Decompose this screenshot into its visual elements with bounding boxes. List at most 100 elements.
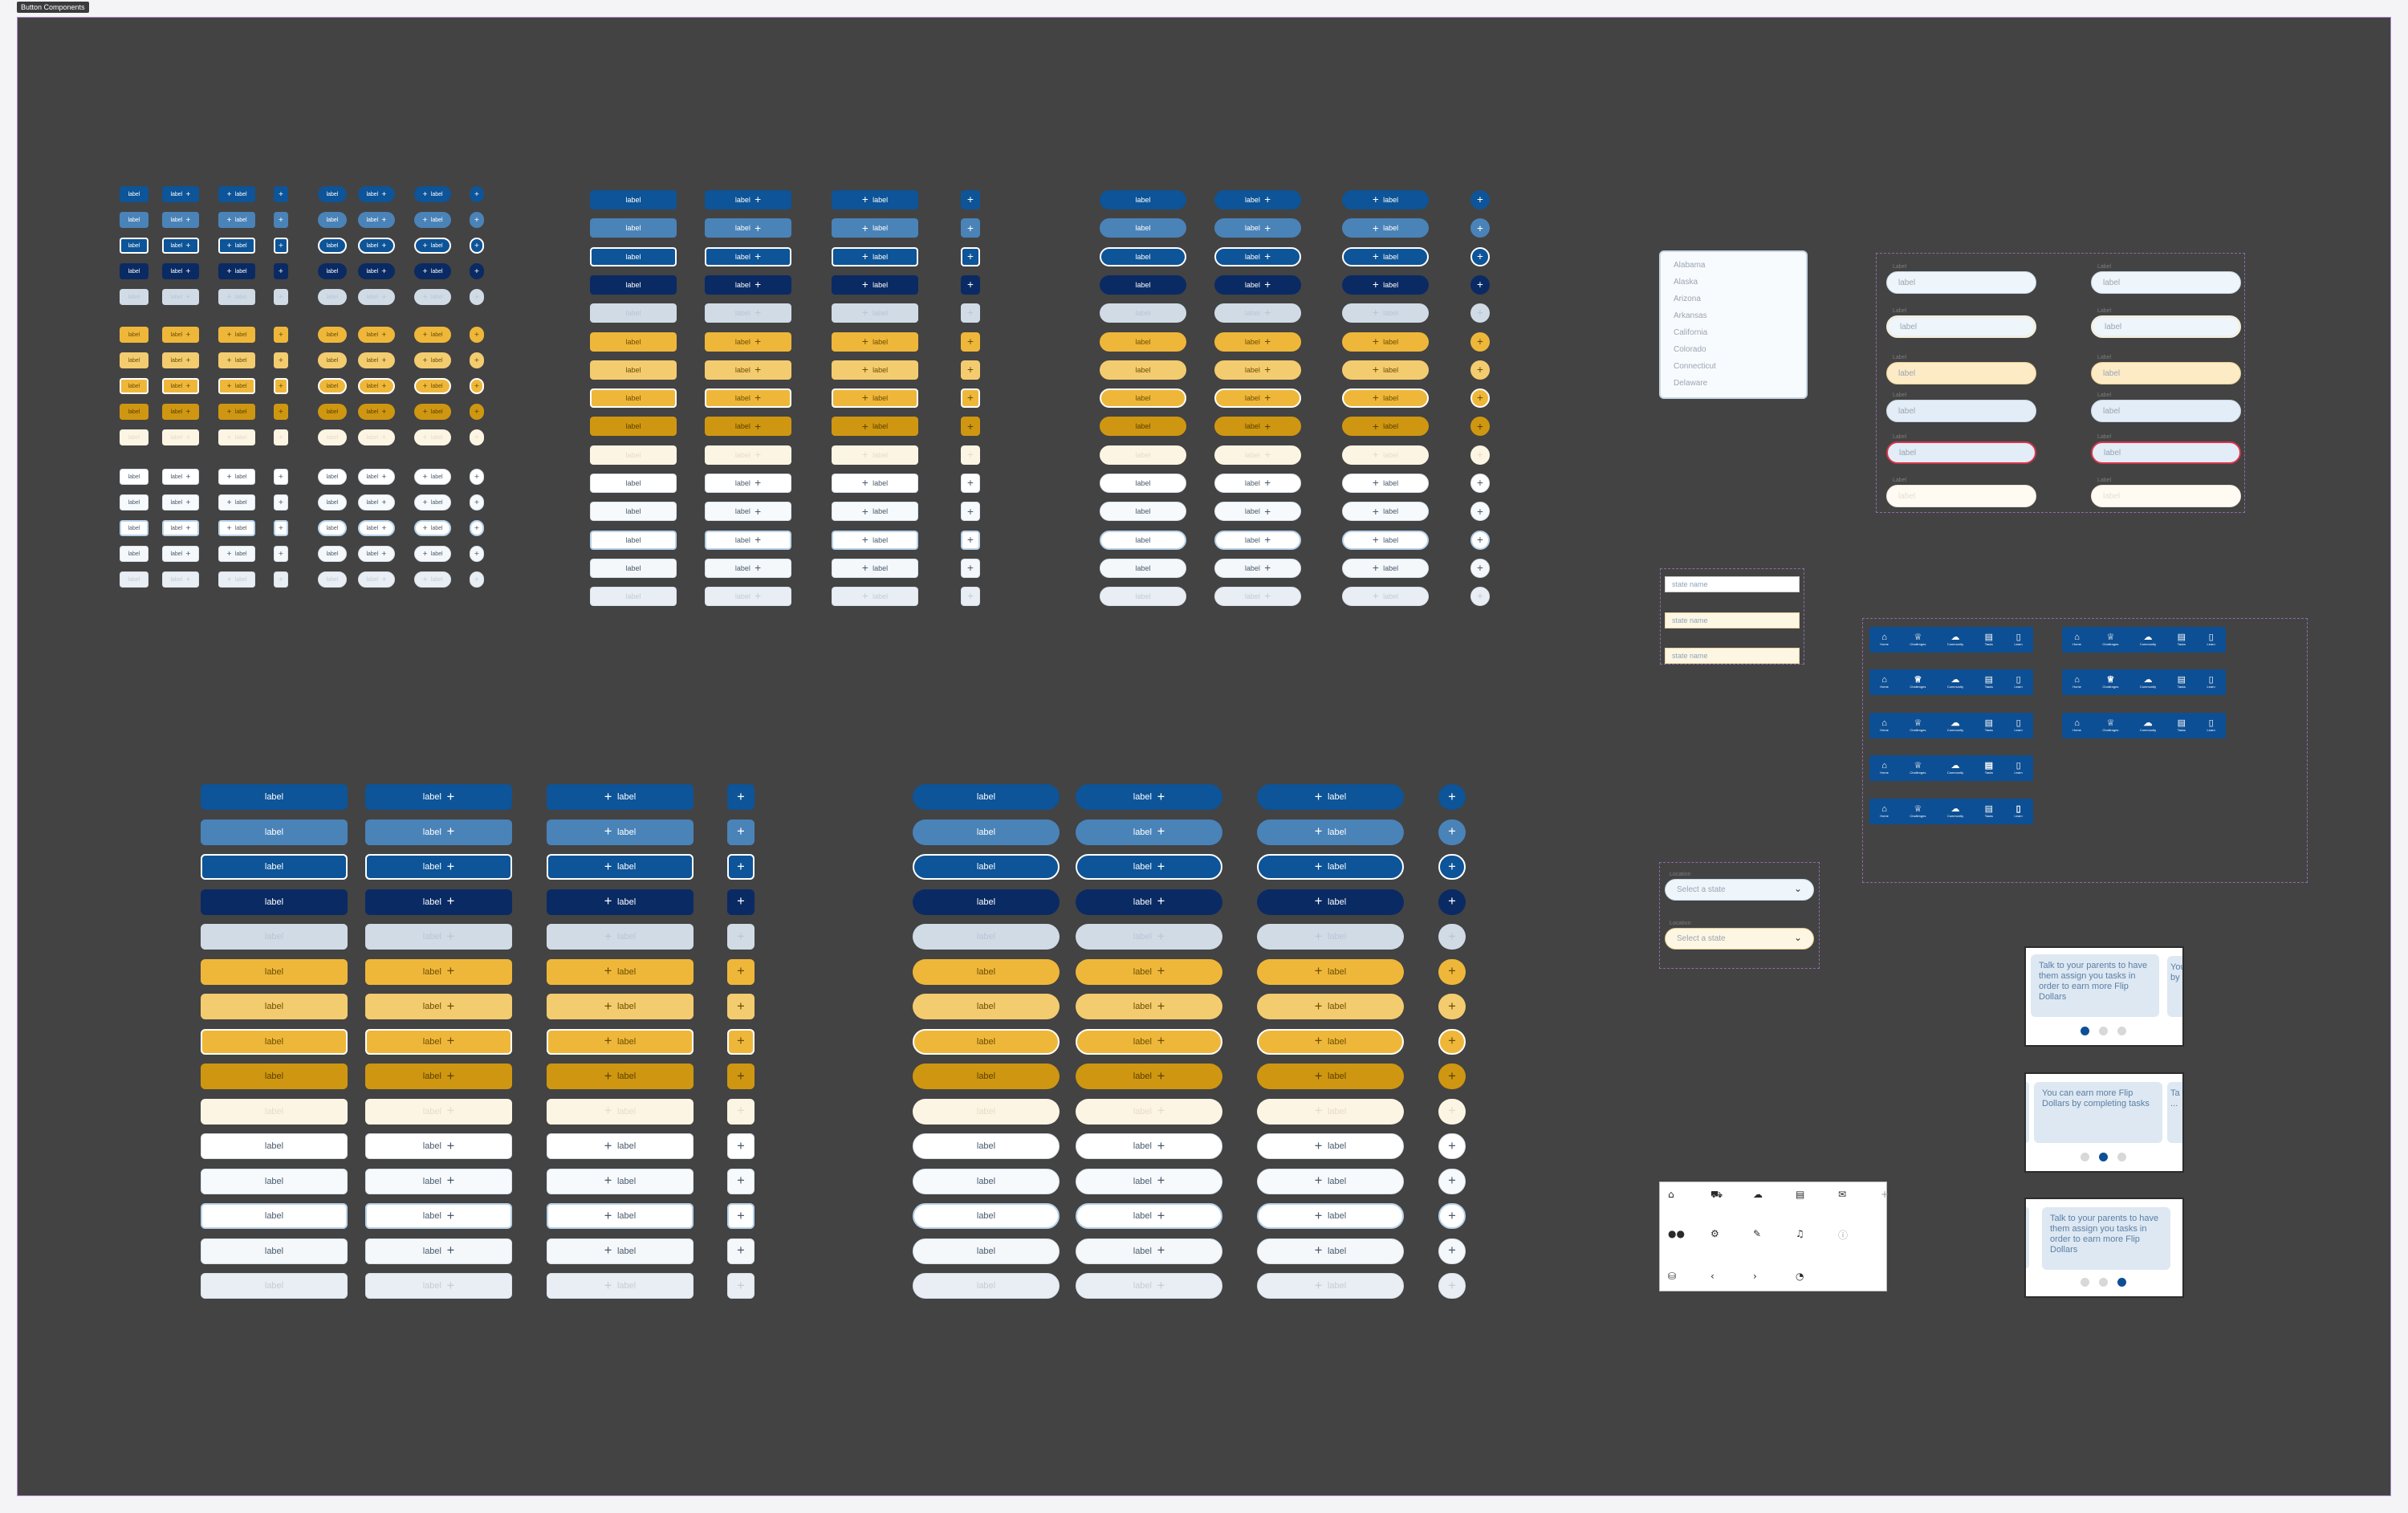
- button-pf[interactable]: label: [913, 854, 1060, 880]
- button-s[interactable]: label+: [365, 958, 512, 985]
- icon-button-s[interactable]: +: [274, 327, 288, 343]
- icon-button-sf[interactable]: +: [727, 1028, 755, 1055]
- button-sd[interactable]: label+: [162, 429, 199, 445]
- nav-item-home[interactable]: ⌂Home: [1880, 804, 1889, 819]
- icon-button-wh[interactable]: +: [1438, 1168, 1466, 1194]
- icon-button-wp[interactable]: +: [470, 546, 484, 562]
- button-wf[interactable]: +label: [832, 530, 918, 550]
- button-sf[interactable]: label: [913, 1028, 1060, 1055]
- icon-button-wf[interactable]: +: [274, 520, 288, 536]
- nav-item-learn[interactable]: ▯Learn: [2207, 675, 2215, 689]
- car-icon[interactable]: ⛟: [1710, 1189, 1723, 1200]
- icon-button-pp[interactable]: +: [961, 275, 980, 295]
- button-w[interactable]: +label: [1342, 474, 1429, 493]
- button-p[interactable]: +label: [218, 186, 255, 202]
- button-pp[interactable]: label+: [365, 889, 512, 915]
- button-p[interactable]: label+: [358, 186, 395, 202]
- button-sd[interactable]: label: [590, 445, 677, 465]
- button-sp[interactable]: label+: [1214, 417, 1301, 437]
- button-sp[interactable]: label: [201, 1064, 348, 1089]
- button-wf[interactable]: +label: [1342, 530, 1429, 550]
- button-sp[interactable]: label+: [162, 404, 199, 420]
- button-wh[interactable]: +label: [1342, 502, 1429, 522]
- icon-button-sp[interactable]: +: [274, 404, 288, 420]
- button-wf[interactable]: label+: [162, 520, 199, 536]
- nav-item-home[interactable]: ⌂Home: [2072, 675, 2081, 689]
- button-wh[interactable]: +label: [1257, 1168, 1404, 1194]
- icon-button-p[interactable]: +: [1470, 190, 1490, 209]
- button-pp[interactable]: label+: [162, 263, 199, 279]
- icon-button-pp[interactable]: +: [1470, 275, 1490, 295]
- button-pd[interactable]: label: [913, 924, 1060, 950]
- icon-button-s[interactable]: +: [1470, 331, 1490, 352]
- button-s[interactable]: +label: [414, 327, 451, 343]
- button-p[interactable]: label: [201, 784, 348, 810]
- button-pd[interactable]: +label: [414, 289, 451, 305]
- button-w[interactable]: +label: [547, 1133, 694, 1159]
- button-ph[interactable]: +label: [414, 212, 451, 228]
- button-wh[interactable]: +label: [547, 1168, 694, 1194]
- text-field[interactable]: label: [2091, 315, 2241, 338]
- button-sd[interactable]: +label: [414, 429, 451, 445]
- button-sf[interactable]: +label: [832, 388, 918, 409]
- state-name-input-filled[interactable]: state name: [1665, 648, 1800, 664]
- button-sp[interactable]: +label: [1342, 417, 1429, 437]
- button-sh[interactable]: label+: [162, 352, 199, 368]
- button-p[interactable]: label+: [705, 190, 791, 209]
- button-sd[interactable]: +label: [218, 429, 255, 445]
- icon-button-wd[interactable]: +: [961, 587, 980, 607]
- button-wp[interactable]: label: [590, 558, 677, 578]
- button-sh[interactable]: label: [120, 352, 148, 368]
- button-wf[interactable]: label: [318, 520, 347, 536]
- icon-button-sf[interactable]: +: [470, 378, 484, 394]
- pagination-dot[interactable]: [2117, 1153, 2126, 1161]
- button-p[interactable]: +label: [1257, 784, 1404, 810]
- nav-item-tasks[interactable]: ▤Tasks: [1985, 675, 1993, 689]
- button-s[interactable]: +label: [547, 958, 694, 985]
- icon-button-wd[interactable]: +: [1470, 587, 1490, 607]
- button-ph[interactable]: label+: [1076, 819, 1222, 845]
- icon-button-pp[interactable]: +: [1438, 889, 1466, 915]
- button-ph[interactable]: label: [318, 212, 347, 228]
- button-sf[interactable]: +label: [218, 378, 255, 394]
- button-sd[interactable]: label: [318, 429, 347, 445]
- icon-button-wp[interactable]: +: [1470, 558, 1490, 578]
- button-sh[interactable]: +label: [1257, 994, 1404, 1019]
- button-pd[interactable]: label: [201, 924, 348, 950]
- button-pd[interactable]: +label: [1257, 924, 1404, 950]
- button-wp[interactable]: label+: [162, 546, 199, 562]
- button-wd[interactable]: label: [318, 571, 347, 588]
- button-sh[interactable]: label: [590, 360, 677, 380]
- button-s[interactable]: +label: [1342, 331, 1429, 352]
- nav-item-learn[interactable]: ▯Learn: [2015, 675, 2023, 689]
- nav-item-learn[interactable]: ▯Learn: [2015, 632, 2023, 647]
- icon-button-sh[interactable]: +: [470, 352, 484, 368]
- button-sp[interactable]: label+: [358, 404, 395, 420]
- icon-button-wf[interactable]: +: [1470, 530, 1490, 550]
- button-pp[interactable]: label+: [1214, 275, 1301, 295]
- text-field[interactable]: label: [1886, 315, 2036, 338]
- button-wf[interactable]: label+: [705, 530, 791, 550]
- button-wd[interactable]: +label: [1257, 1273, 1404, 1299]
- button-pd[interactable]: label+: [705, 303, 791, 323]
- button-sf[interactable]: label+: [358, 378, 395, 394]
- button-p[interactable]: label+: [365, 784, 512, 810]
- button-sf[interactable]: +label: [1257, 1028, 1404, 1055]
- button-ph[interactable]: label+: [705, 218, 791, 238]
- button-sf[interactable]: +label: [414, 378, 451, 394]
- button-sd[interactable]: label: [120, 429, 148, 445]
- button-p[interactable]: label+: [162, 186, 199, 202]
- button-wh[interactable]: label: [120, 494, 148, 510]
- icon-button-wp[interactable]: +: [1438, 1238, 1466, 1264]
- button-wp[interactable]: +label: [547, 1238, 694, 1264]
- button-wd[interactable]: label+: [1214, 587, 1301, 607]
- nav-item-community[interactable]: ☁Community: [1947, 761, 1963, 775]
- button-sh[interactable]: label: [913, 994, 1060, 1019]
- nav-item-challenges[interactable]: ♕Challenges: [1910, 804, 1926, 819]
- button-ph[interactable]: label+: [365, 819, 512, 845]
- icon-button-sp[interactable]: +: [961, 417, 980, 437]
- state-name-input-focus[interactable]: state name: [1665, 612, 1800, 628]
- button-wp[interactable]: label+: [1076, 1238, 1222, 1264]
- gamepad-icon[interactable]: ⛁: [1668, 1271, 1677, 1282]
- button-pd[interactable]: label+: [358, 289, 395, 305]
